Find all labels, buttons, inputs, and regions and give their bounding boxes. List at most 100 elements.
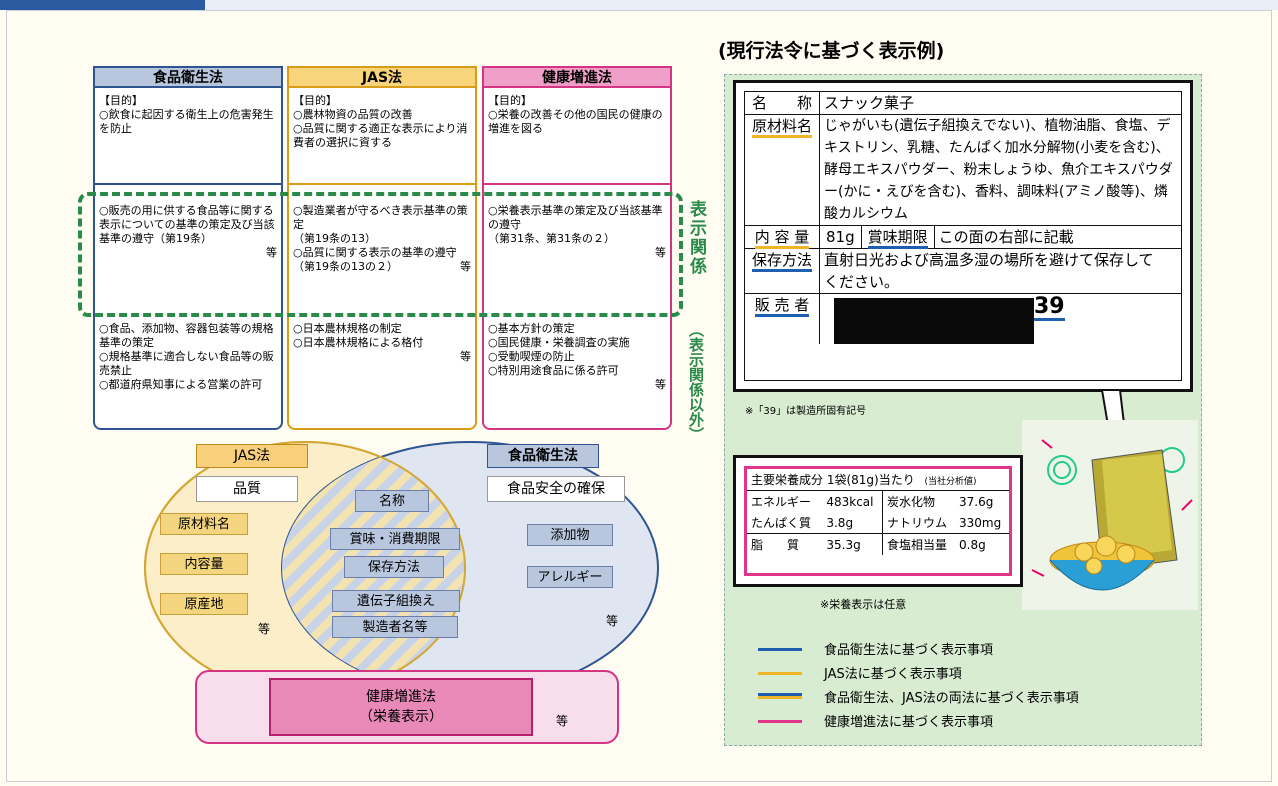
nutrition-header: 主要栄養成分 1袋(81g)当たり bbox=[751, 473, 915, 487]
manufacturer-code: 39 bbox=[1034, 294, 1065, 321]
purpose-text: ○栄養の改善その他の国民の健康の増進を図る bbox=[488, 108, 663, 135]
label-value: 直射日光および高温多湿の場所を避けて保存してください。 bbox=[824, 251, 1154, 291]
label-row-storage: 保存方法 直射日光および高温多湿の場所を避けて保存してください。 bbox=[745, 249, 1181, 294]
etc-label: 等 bbox=[655, 246, 666, 259]
labeling-text: ○製造業者が守るべき表示基準の策定 bbox=[293, 204, 468, 231]
legend-swatch-health bbox=[758, 720, 802, 723]
other-text: ○規格基準に適合しない食品等の販売禁止 bbox=[99, 350, 274, 377]
labeling-food-sanitation: ○販売の用に供する食品等に関する表示についての基準の策定及び当該基準の遵守（第1… bbox=[95, 202, 281, 262]
venn-jas-item: 内容量 bbox=[160, 553, 248, 575]
labeling-text: ○品質に関する表示の基準の遵守 bbox=[293, 246, 457, 259]
divider bbox=[93, 183, 283, 185]
etc-label: 等 bbox=[266, 246, 277, 259]
other-text: ○都道府県知事による営業の許可 bbox=[99, 378, 263, 391]
content-frame bbox=[6, 10, 1272, 782]
header-food-sanitation: 食品衛生法 bbox=[93, 66, 283, 88]
other-text: ○日本農林規格による格付 bbox=[293, 336, 424, 349]
venn-fs-item: アレルギー bbox=[527, 566, 613, 588]
label-key: 名 称 bbox=[745, 92, 820, 114]
venn-both-item: 賞味・消費期限 bbox=[330, 528, 460, 550]
best-before-value: この面の右部に記載 bbox=[938, 228, 1074, 246]
legend-text: 食品衛生法に基づく表示事項 bbox=[824, 643, 994, 658]
nutrition-source: (当社分析値) bbox=[924, 477, 977, 487]
top-bar-tab bbox=[0, 0, 205, 10]
venn-fs-etc: 等 bbox=[606, 614, 619, 628]
label-row-name: 名 称 スナック菓子 bbox=[745, 92, 1181, 115]
nutrition-footnote: ※栄養表示は任意 bbox=[820, 598, 907, 611]
label-value: スナック菓子 bbox=[824, 94, 915, 112]
legend-text: 食品衛生法、JAS法の両法に基づく表示事項 bbox=[824, 691, 1079, 706]
etc-label: 等 bbox=[460, 260, 471, 273]
legend-text: 健康増進法に基づく表示事項 bbox=[824, 715, 994, 730]
legend-text: JAS法に基づく表示事項 bbox=[824, 667, 962, 682]
legend-swatch-jas bbox=[758, 672, 802, 675]
redacted-block bbox=[834, 298, 1034, 344]
side-label-labeling: 表示関係 bbox=[686, 200, 706, 276]
column-jas bbox=[287, 88, 477, 430]
column-food-sanitation bbox=[93, 88, 283, 430]
purpose-text: ○飲食に起因する衛生上の危害発生を防止 bbox=[99, 108, 274, 135]
venn-fs-label: 食品衛生法 bbox=[487, 444, 599, 468]
labeling-dashed-box bbox=[78, 192, 683, 317]
other-text: ○国民健康・栄養調査の実施 bbox=[488, 336, 630, 349]
venn-jas-item: 原産地 bbox=[160, 593, 248, 615]
venn-both-item: 遺伝子組換え bbox=[332, 590, 460, 612]
other-text: ○特別用途食品に係る許可 bbox=[488, 364, 619, 377]
label-key: 原材料名 bbox=[751, 117, 812, 138]
labeling-text: ○栄養表示基準の策定及び当該基準の遵守 bbox=[488, 204, 663, 231]
etc-label: 等 bbox=[655, 378, 666, 391]
label-value: 81g bbox=[820, 226, 862, 248]
labeling-health: ○栄養表示基準の策定及び当該基準の遵守 （第31条、第31条の２） 等 bbox=[484, 202, 670, 262]
venn-fs-item: 添加物 bbox=[527, 524, 613, 546]
etc-label: 等 bbox=[460, 350, 471, 363]
purpose-heading: 【目的】 bbox=[99, 94, 143, 107]
label-row-ingredients: 原材料名 じゃがいも(遺伝子組換えでない)、植物油脂、食塩、デキストリン、乳糖、… bbox=[745, 115, 1181, 226]
header-jas: JAS法 bbox=[287, 66, 477, 88]
labeling-text: ○販売の用に供する食品等に関する表示についての基準の策定及び当該基準の遵守（第1… bbox=[99, 204, 275, 245]
top-bar bbox=[0, 0, 1278, 10]
label-value: じゃがいも(遺伝子組換えでない)、植物油脂、食塩、デキストリン、乳糖、たんぱく加… bbox=[824, 118, 1173, 222]
label-key: 販 売 者 bbox=[754, 296, 810, 317]
label-key: 内 容 量 bbox=[754, 228, 810, 249]
health-etc: 等 bbox=[556, 714, 569, 728]
side-label-non-labeling: （表示関係以外） bbox=[687, 322, 705, 442]
label-row-content: 内 容 量 81g 賞味期限 この面の右部に記載 bbox=[745, 226, 1181, 249]
venn-both-item: 製造者名等 bbox=[332, 616, 458, 638]
venn-jas-item: 原材料名 bbox=[160, 513, 248, 535]
venn-fs-subject: 食品安全の確保 bbox=[487, 476, 625, 502]
purpose-health: 【目的】 ○栄養の改善その他の国民の健康の増進を図る bbox=[484, 92, 670, 138]
label-row-seller: 販 売 者 39 bbox=[745, 294, 1181, 344]
other-text: ○日本農林規格の制定 bbox=[293, 322, 402, 335]
column-health bbox=[482, 88, 672, 430]
purpose-heading: 【目的】 bbox=[293, 94, 337, 107]
venn-jas-etc: 等 bbox=[258, 622, 271, 636]
purpose-text: ○農林物資の品質の改善 bbox=[293, 108, 413, 121]
other-food-sanitation: ○食品、添加物、容器包装等の規格基準の策定 ○規格基準に適合しない食品等の販売禁… bbox=[95, 320, 281, 394]
health-subtitle: （栄養表示） bbox=[359, 709, 443, 725]
other-health: ○基本方針の策定 ○国民健康・栄養調査の実施 ○受動喫煙の防止 ○特別用途食品に… bbox=[484, 320, 670, 394]
divider bbox=[482, 183, 672, 185]
labeling-ref: （第19条の13の２） bbox=[293, 260, 398, 273]
header-health: 健康増進法 bbox=[482, 66, 672, 88]
labeling-ref: （第19条の13） bbox=[293, 232, 376, 245]
food-label: 名 称 スナック菓子 原材料名 じゃがいも(遺伝子組換えでない)、植物油脂、食塩… bbox=[733, 80, 1193, 392]
venn-jas-subject: 品質 bbox=[196, 476, 298, 502]
purpose-text: ○品質に関する適正な表示により消費者の選択に資する bbox=[293, 122, 468, 149]
other-text: ○受動喫煙の防止 bbox=[488, 350, 575, 363]
divider bbox=[287, 183, 477, 185]
venn-jas-label: JAS法 bbox=[196, 444, 308, 468]
example-title: (現行法令に基づく表示例) bbox=[718, 40, 945, 62]
labeling-ref: （第31条、第31条の２） bbox=[488, 232, 615, 245]
venn-both-item: 保存方法 bbox=[344, 556, 444, 578]
purpose-jas: 【目的】 ○農林物資の品質の改善 ○品質に関する適正な表示により消費者の選択に資… bbox=[289, 92, 475, 152]
legend-swatch-fs bbox=[758, 648, 802, 651]
legend-swatch-both bbox=[758, 693, 802, 699]
snack-illustration bbox=[1022, 420, 1198, 610]
health-title: 健康増進法 bbox=[366, 689, 436, 705]
label-footnote: ※「39」は製造所固有記号 bbox=[745, 406, 867, 417]
